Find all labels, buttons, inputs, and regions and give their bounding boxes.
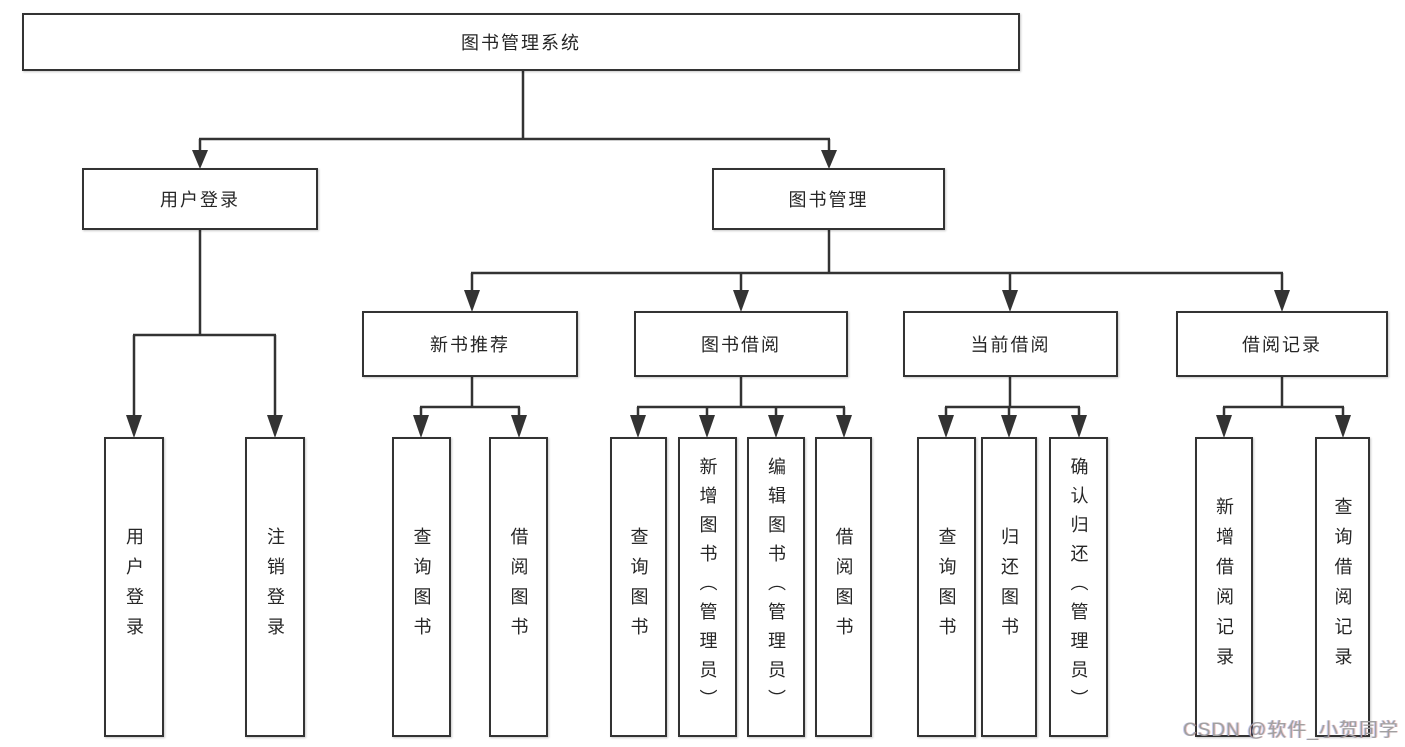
leaf-borrow-books-recommend: 借阅图书 [489,437,548,737]
node-new-book-recommend: 新书推荐 [362,311,578,377]
leaf-return-book: 归还图书 [981,437,1037,737]
leaf-add-borrow-record: 新增借阅记录 [1195,437,1253,737]
leaf-add-book-admin: 新增图书（管理员） [678,437,737,737]
node-borrow-records: 借阅记录 [1176,311,1388,377]
leaf-query-borrow-record: 查询借阅记录 [1315,437,1370,737]
leaf-confirm-return-admin: 确认归还（管理员） [1049,437,1108,737]
leaf-query-books-recommend: 查询图书 [392,437,451,737]
node-current-borrow: 当前借阅 [903,311,1118,377]
leaf-logout: 注销登录 [245,437,305,737]
leaf-user-login: 用户登录 [104,437,164,737]
node-book-borrow: 图书借阅 [634,311,848,377]
leaf-borrow-books: 借阅图书 [815,437,872,737]
leaf-query-books-current: 查询图书 [917,437,976,737]
watermark: CSDN @软件_小贺同学 [1183,720,1399,741]
node-book-management: 图书管理 [712,168,945,230]
node-user-login: 用户登录 [82,168,318,230]
leaf-query-books-borrow: 查询图书 [610,437,667,737]
leaf-edit-book-admin: 编辑图书（管理员） [747,437,805,737]
node-library-system: 图书管理系统 [22,13,1020,71]
